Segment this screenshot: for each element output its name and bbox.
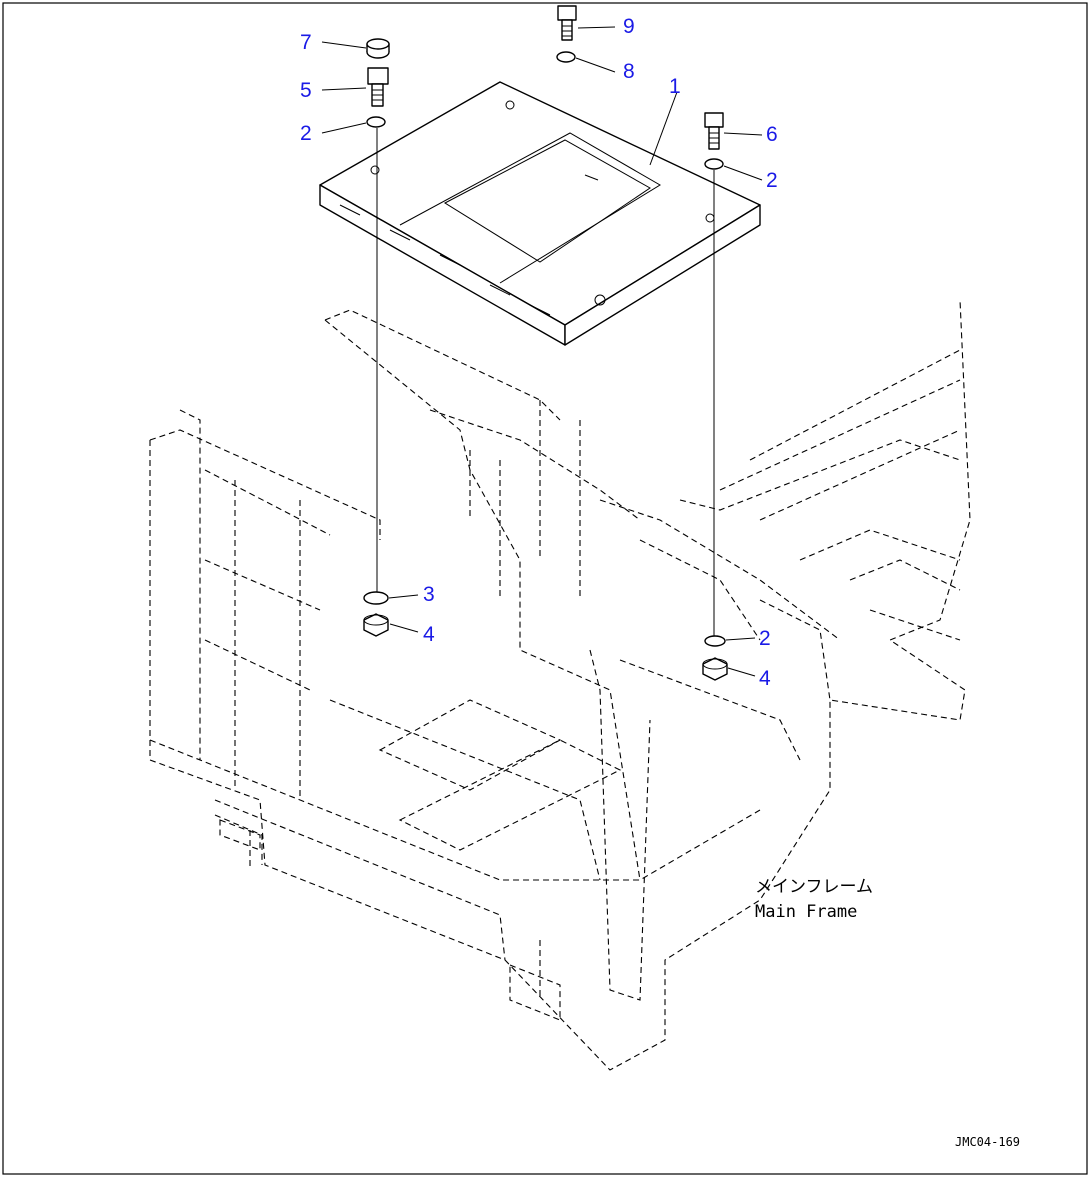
main-frame [149,299,971,1071]
caption-english: Main Frame [755,902,857,922]
callout-2-right-upper: 2 [766,169,778,192]
nut-left [363,613,389,637]
fasteners [363,5,728,681]
washer-right-upper [704,158,724,170]
callout-2-left-upper: 2 [300,122,312,145]
nut-right [702,657,728,681]
drawing-number: JMC04-169 [955,1135,1020,1149]
callout-2-right-lower: 2 [759,627,771,650]
callouts: 7 9 8 5 1 2 6 2 3 4 2 4 [300,15,778,690]
callout-8: 8 [623,60,635,83]
callout-4-right: 4 [759,667,771,690]
bolt-right [704,112,724,150]
bolt-left [367,67,389,107]
cap-plug [366,38,390,59]
callout-9: 9 [623,15,635,38]
washer-right-lower [704,635,726,647]
callout-3: 3 [423,583,435,606]
callout-7: 7 [300,31,312,54]
leader-lines [321,26,763,677]
callout-1: 1 [669,75,681,98]
bolt-top [557,5,577,41]
floor-plate [319,81,761,346]
washer-top [556,51,576,63]
callout-5: 5 [300,79,312,102]
washer-left-lower [363,591,389,605]
callout-4-left: 4 [423,623,435,646]
caption-japanese: メインフレーム [755,877,873,897]
callout-6: 6 [766,123,778,146]
washer-left-upper [366,116,386,128]
